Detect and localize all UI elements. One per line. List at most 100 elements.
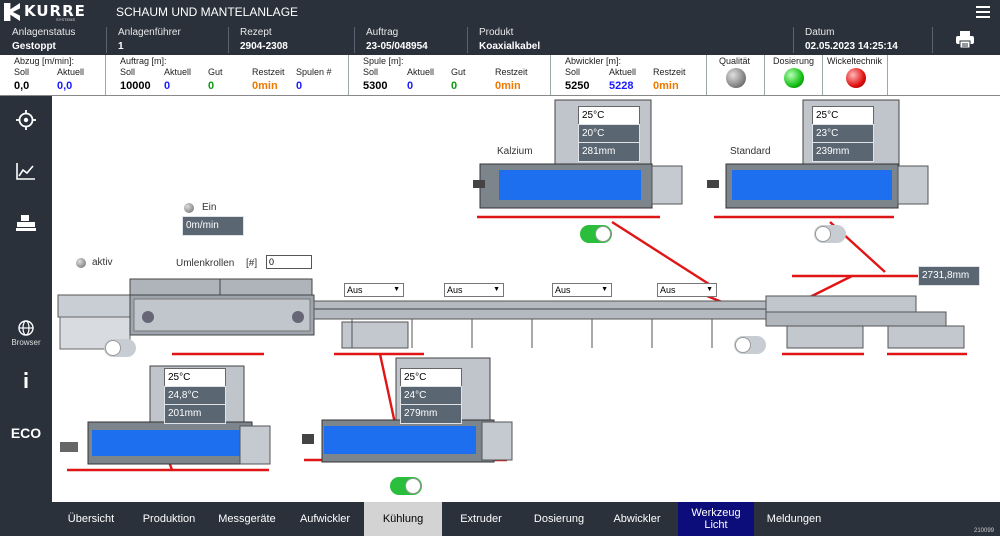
bath2-set-temp[interactable]: 25°C	[812, 106, 874, 126]
umlenkrollen-label: Umlenkrollen	[176, 258, 235, 269]
status-header: Aktuell	[164, 67, 192, 77]
abwickler-soll: 5250	[565, 80, 590, 92]
aktiv-label: aktiv	[92, 257, 113, 268]
zone4-select[interactable]: Aus▼	[657, 283, 717, 297]
status-header: Spulen #	[296, 67, 332, 77]
info-value: Koaxialkabel	[479, 41, 541, 52]
divider	[354, 27, 355, 53]
select-value: Aus	[347, 285, 363, 295]
bath4-distance: 279mm	[400, 404, 462, 424]
chevron-down-icon: ▼	[493, 286, 500, 293]
sidebar-target-button[interactable]	[0, 110, 52, 130]
divider	[932, 27, 933, 53]
tab-aufwickler[interactable]: Aufwickler	[299, 513, 351, 525]
line-toggle-right[interactable]	[734, 336, 766, 354]
sidebar-info-button[interactable]	[0, 372, 52, 388]
eco-button[interactable]: ECO	[10, 425, 42, 441]
zone2-select[interactable]: Aus ▼	[444, 283, 504, 297]
printer-icon[interactable]	[955, 31, 975, 49]
spule-restzeit: 0min	[495, 80, 521, 92]
bath4-set-temp[interactable]: 25°C	[400, 368, 462, 388]
dosing-lamp-icon	[784, 68, 804, 88]
title-bar: KURRE SYSTEMS SCHAUM UND MANTELANLAGE	[0, 0, 1000, 24]
bath2-actual-temp: 23°C	[812, 124, 874, 144]
abzug-aktuell: 0,0	[57, 80, 73, 92]
auftrag-soll: 10000	[120, 80, 151, 92]
tab-abwickler[interactable]: Abwickler	[613, 513, 661, 525]
bath2-distance: 239mm	[812, 142, 874, 162]
globe-icon	[18, 320, 34, 336]
lamp-label: Qualität	[719, 56, 751, 66]
info-anlagenstatus: Anlagenstatus Gestoppt	[12, 27, 75, 52]
quality-lamp-icon	[726, 68, 746, 88]
ein-led-icon	[184, 203, 194, 213]
info-datum: Datum 02.05.2023 14:25:14	[805, 27, 898, 52]
tab-dosierung[interactable]: Dosierung	[533, 513, 585, 525]
chevron-down-icon: ▼	[393, 286, 400, 293]
kurre-logo: KURRE SYSTEMS	[4, 2, 88, 22]
aktiv-led-icon	[76, 258, 86, 268]
chevron-down-icon: ▼	[601, 286, 608, 293]
bath-name-kalzium: Kalzium	[497, 146, 533, 157]
info-label: Datum	[805, 27, 835, 38]
bath2-toggle[interactable]	[814, 225, 846, 243]
lamp-wickeltechnik: Wickeltechnik	[823, 55, 888, 95]
sidebar-browser-button[interactable]: Browser	[0, 320, 52, 347]
status-header: Restzeit	[252, 67, 285, 77]
select-value: Aus	[555, 285, 571, 295]
status-header: Gut	[451, 67, 466, 77]
lamp-dosierung: Dosierung	[765, 55, 823, 95]
logo-mark-icon	[4, 3, 20, 21]
bath3-set-temp[interactable]: 25°C	[164, 368, 226, 388]
umlenkrollen-unit: [#]	[246, 258, 258, 269]
auftrag-spulen: 0	[296, 80, 303, 92]
status-abzug: Abzug [m/min]: Soll Aktuell 0,0 0,0	[0, 55, 106, 95]
line-chart-icon	[16, 163, 35, 180]
info-anlagenfuehrer: Anlagenführer 1	[118, 27, 181, 52]
status-auftrag: Auftrag [m]: Soll Aktuell Gut Restzeit S…	[106, 55, 349, 95]
status-header: Restzeit	[495, 67, 528, 77]
lamp-label: Dosierung	[773, 56, 815, 66]
status-header: Soll	[14, 67, 30, 77]
extrusion-line	[57, 278, 965, 350]
tab-uebersicht[interactable]: Übersicht	[67, 513, 115, 525]
tab-werkzeug-licht[interactable]: Werkzeug Licht	[678, 502, 754, 536]
winding-lamp-icon	[846, 68, 866, 88]
status-header: Gut	[208, 67, 223, 77]
sidebar-chart-button[interactable]	[0, 162, 52, 180]
select-value: Aus	[447, 285, 463, 295]
bath-name-standard: Standard	[730, 146, 771, 157]
bath4-actual-temp: 24°C	[400, 386, 462, 406]
logo-text: KURRE	[24, 2, 86, 20]
status-title: Spule [m]:	[363, 56, 404, 66]
zone3-select[interactable]: Aus ▼	[552, 283, 612, 297]
spule-soll: 5300	[363, 80, 388, 92]
bath4-toggle[interactable]	[390, 477, 422, 495]
status-title: Abzug [m/min]:	[14, 56, 75, 66]
zone1-select[interactable]: Aus ▼	[344, 283, 404, 297]
abwickler-aktuell: 5228	[609, 80, 634, 92]
spule-aktuell: 0	[407, 80, 414, 92]
status-title: Auftrag [m]:	[120, 56, 167, 66]
tab-produktion[interactable]: Produktion	[142, 513, 196, 525]
status-header: Soll	[363, 67, 379, 77]
bath1-set-temp[interactable]: 25°C	[578, 106, 640, 126]
tab-kuehlung[interactable]: Kühlung	[364, 502, 442, 536]
tab-messgeraete[interactable]: Messgeräte	[218, 513, 276, 525]
line-toggle-left[interactable]	[104, 339, 136, 357]
divider	[467, 27, 468, 53]
app-title: SCHAUM UND MANTELANLAGE	[116, 5, 299, 19]
length-display: 2731,8mm	[918, 266, 980, 286]
hamburger-menu-icon[interactable]	[976, 6, 990, 18]
tab-extruder[interactable]: Extruder	[460, 513, 502, 525]
divider	[228, 27, 229, 53]
bath3-actual-temp: 24,8°C	[164, 386, 226, 406]
chevron-down-icon: ▼	[706, 286, 713, 293]
status-header: Aktuell	[407, 67, 435, 77]
bath1-toggle[interactable]	[580, 225, 612, 243]
tab-meldungen[interactable]: Meldungen	[766, 513, 822, 525]
sidebar-machine-button[interactable]	[0, 214, 52, 232]
info-bar: Anlagenstatus Gestoppt Anlagenführer 1 R…	[0, 24, 1000, 55]
info-value: 23-05/048954	[366, 41, 428, 52]
umlenkrollen-input[interactable]: 0	[266, 255, 312, 269]
